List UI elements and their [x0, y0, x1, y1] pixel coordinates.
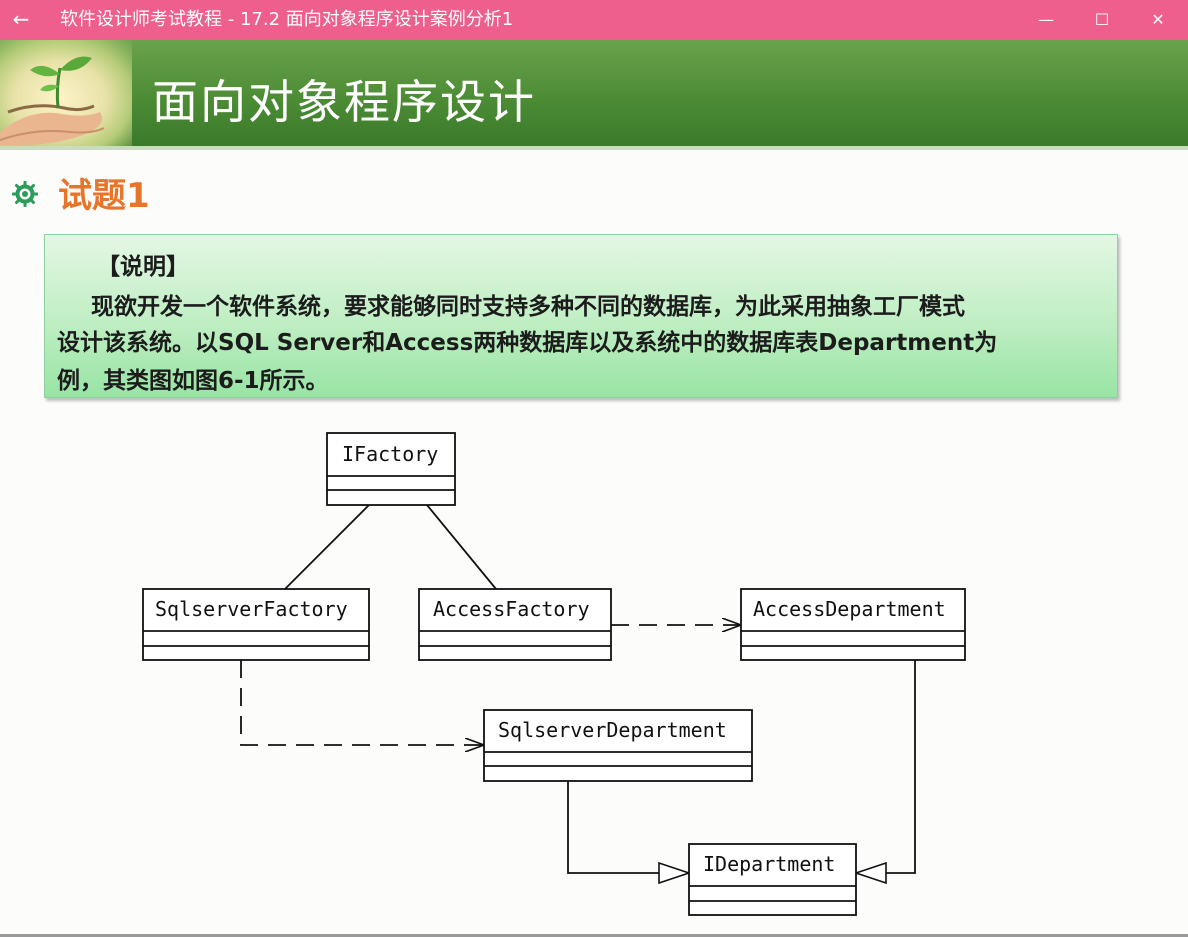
back-arrow-icon[interactable]: ← [12, 7, 30, 31]
uml-class-ifactory: IFactory [326, 432, 456, 506]
minimize-button[interactable]: — [1038, 10, 1054, 29]
slide-banner: 面向对象程序设计 [0, 40, 1188, 146]
class-name: SqlserverDepartment [498, 718, 727, 742]
banner-divider [0, 146, 1188, 150]
description-box: 【说明】 现欲开发一个软件系统，要求能够同时支持多种不同的数据库，为此采用抽象工… [44, 234, 1118, 398]
class-name: IFactory [342, 442, 438, 466]
realization-arrow [856, 660, 916, 873]
realization-arrow [567, 781, 689, 873]
association-line [284, 504, 370, 590]
bottom-border [0, 934, 1188, 937]
window-title-bar: ← 软件设计师考试教程 - 17.2 面向对象程序设计案例分析1 — ☐ ✕ [0, 0, 1188, 40]
description-line-1: 现欲开发一个软件系统，要求能够同时支持多种不同的数据库，为此采用抽象工厂模式 [91, 294, 965, 320]
class-name: IDepartment [703, 852, 835, 876]
description-line-3: 例，其类图如图6-1所示。 [57, 368, 329, 394]
maximize-button[interactable]: ☐ [1094, 10, 1110, 29]
uml-class-idepartment: IDepartment [688, 843, 857, 916]
uml-class-access-factory: AccessFactory [418, 588, 612, 661]
uml-class-access-department: AccessDepartment [740, 588, 966, 661]
gear-bullet-icon [12, 181, 38, 207]
window-title: 软件设计师考试教程 - 17.2 面向对象程序设计案例分析1 [60, 9, 514, 30]
class-name: AccessDepartment [753, 597, 946, 621]
description-line-2: 设计该系统。以SQL Server和Access两种数据库以及系统中的数据库表D… [57, 330, 998, 356]
description-label: 【说明】 [97, 254, 189, 280]
class-name: SqlserverFactory [155, 597, 348, 621]
banner-title: 面向对象程序设计 [152, 75, 536, 129]
close-button[interactable]: ✕ [1151, 10, 1165, 29]
class-name: AccessFactory [433, 597, 590, 621]
seedling-hands-icon [0, 56, 105, 146]
uml-class-sqlserver-department: SqlserverDepartment [483, 709, 753, 782]
question-heading: 试题1 [58, 176, 150, 216]
association-line [426, 504, 497, 590]
uml-class-sqlserver-factory: SqlserverFactory [142, 588, 370, 661]
dependency-arrow [240, 660, 484, 745]
